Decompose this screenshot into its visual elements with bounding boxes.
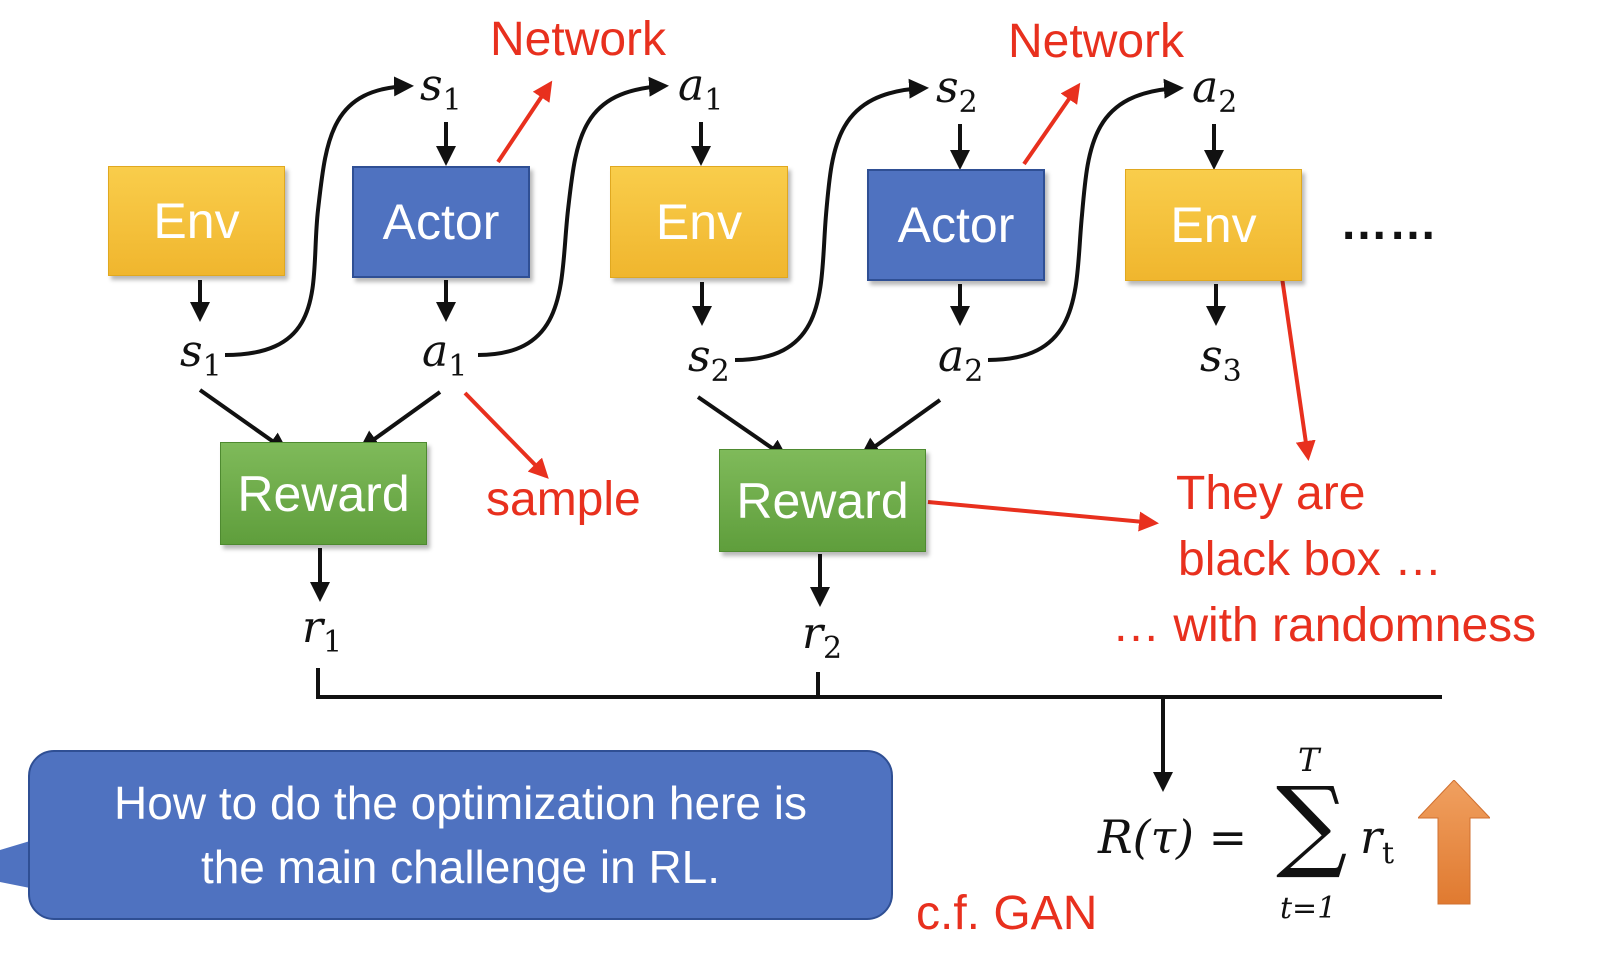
annotation-black-box-line3: … with randomness — [1112, 599, 1537, 652]
env-box-3-label: Env — [1170, 197, 1257, 253]
symbol-s2-top: s2 — [936, 62, 978, 120]
curve-s1 — [224, 76, 414, 357]
symbol-a1: a1 — [422, 326, 468, 384]
env-box-1-label: Env — [153, 193, 240, 249]
curve-s2 — [734, 78, 929, 362]
ellipsis: …… — [1340, 197, 1438, 250]
formula-lhs: R(τ) = — [1098, 810, 1248, 864]
symbol-a2: a2 — [938, 331, 984, 389]
annotation-network-1: Network — [490, 13, 667, 66]
reward-box-2: Reward — [719, 449, 926, 552]
symbol-s3: s3 — [1200, 331, 1242, 389]
curve-a1 — [477, 76, 669, 357]
env-box-1: Env — [108, 166, 285, 276]
symbol-s2: s2 — [688, 331, 730, 389]
symbol-a1-top: a1 — [678, 60, 724, 118]
formula-upper-limit: T — [1298, 741, 1320, 779]
env-box-2: Env — [610, 166, 788, 278]
arrow-a1-to-reward1 — [358, 390, 442, 451]
annotation-sample: sample — [486, 473, 641, 526]
symbol-s1-top: s1 — [420, 60, 462, 118]
reward-box-2-label: Reward — [736, 472, 909, 529]
return-formula: R(τ) = T ∑ t=1 rt — [1098, 744, 1408, 934]
callout-line-1: How to do the optimization here is — [114, 777, 807, 829]
symbol-s1: s1 — [180, 326, 222, 384]
callout-line-2: the main challenge in RL. — [200, 841, 721, 893]
symbol-r2: r2 — [802, 608, 843, 666]
actor-box-2-label: Actor — [897, 197, 1015, 253]
actor-box-1-label: Actor — [382, 194, 500, 250]
challenge-callout: How to do the optimization here is the m… — [28, 750, 893, 920]
annotation-black-box-line1: They are — [1176, 467, 1366, 520]
red-arrow-sample — [463, 391, 549, 479]
sum-bus — [316, 668, 1442, 699]
increase-arrow-icon — [1418, 780, 1490, 905]
arrow-s2-to-reward2 — [696, 395, 789, 460]
arrow-s1-to-reward1 — [198, 388, 289, 453]
formula-lower-limit: t=1 — [1280, 891, 1337, 926]
env-box-3: Env — [1125, 169, 1302, 281]
curve-a2 — [987, 78, 1184, 362]
reward-box-1-label: Reward — [237, 465, 410, 522]
red-arrow-env-blackbox — [1276, 249, 1316, 461]
actor-box-2: Actor — [867, 169, 1045, 281]
annotation-network-2: Network — [1008, 15, 1185, 68]
symbol-r1: r1 — [302, 602, 343, 660]
red-arrow-reward-blackbox — [927, 500, 1159, 532]
annotation-cf-gan: c.f. GAN — [916, 887, 1098, 940]
arrow-a2-to-reward2 — [859, 398, 942, 458]
red-arrow-network1 — [496, 80, 553, 164]
formula-term: rt — [1360, 810, 1395, 871]
formula-sigma: ∑ — [1276, 765, 1348, 882]
env-box-2-label: Env — [655, 194, 743, 250]
actor-box-1: Actor — [352, 166, 530, 278]
symbol-a2-top: a2 — [1192, 62, 1238, 120]
annotation-black-box-line2: black box … — [1178, 533, 1443, 586]
red-arrow-network2 — [1022, 82, 1081, 166]
reward-box-1: Reward — [220, 442, 427, 545]
